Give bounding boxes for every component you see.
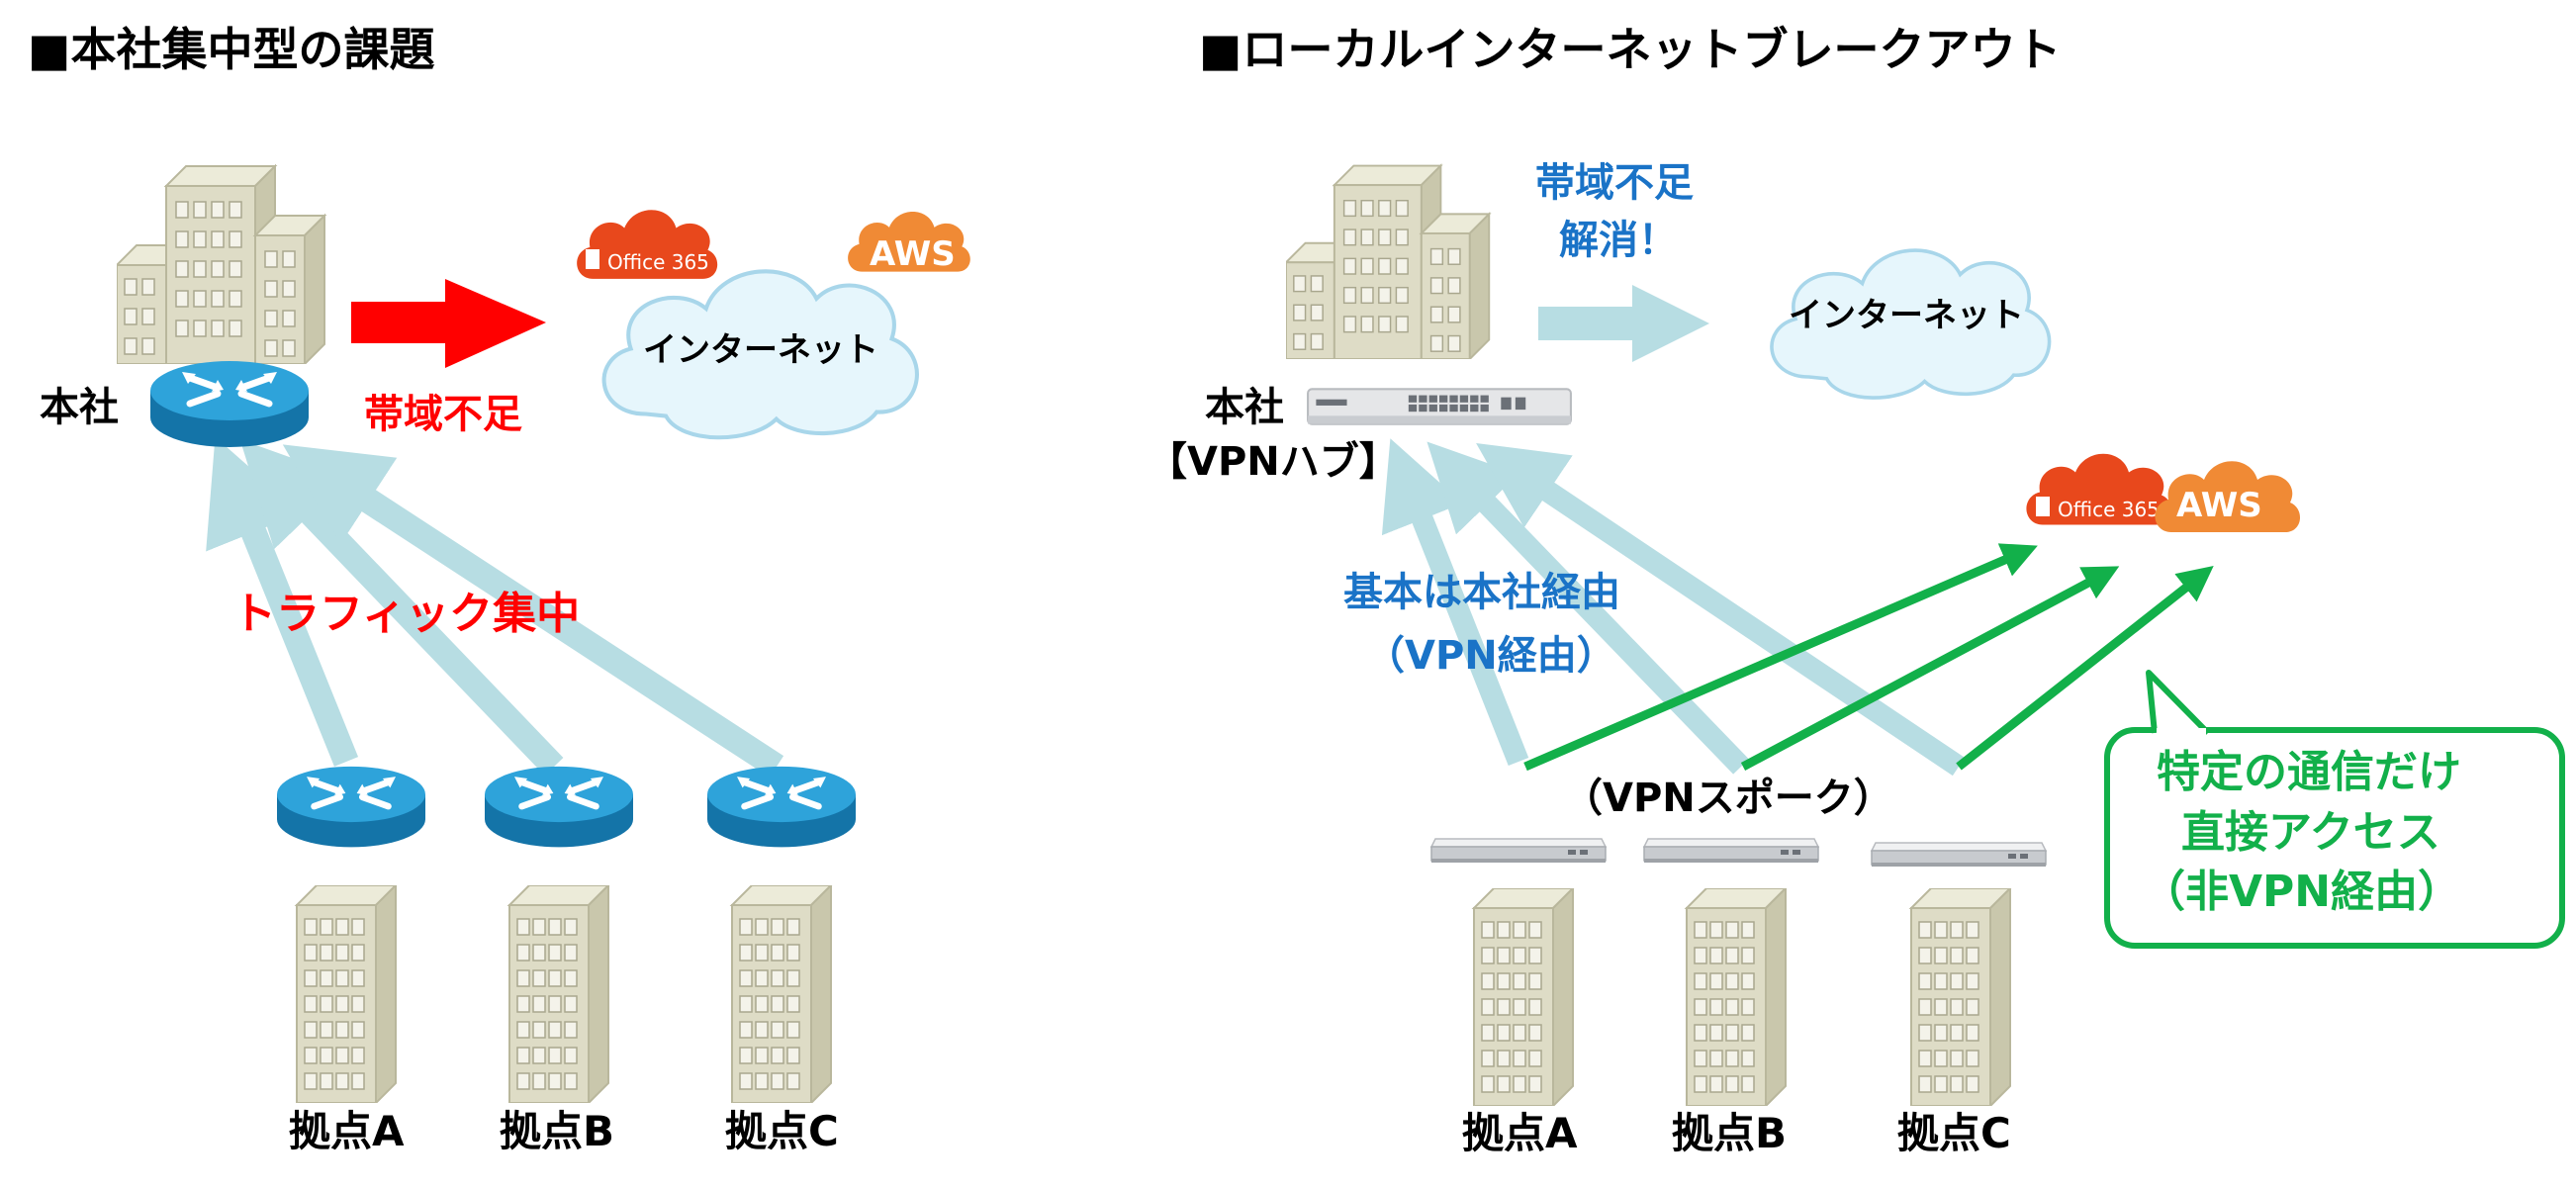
left-office365-label: Office 365 — [607, 250, 709, 274]
right-vpn-arrow-branch-c — [1476, 442, 1966, 777]
right-bandwidth-resolved-line1: 帯域不足 — [1535, 160, 1694, 206]
right-direct-arrow-branch-b — [1740, 566, 2120, 771]
right-internet-label: インターネット — [1789, 296, 2024, 335]
right-via-hq-line2: （VPN経由） — [1365, 633, 1616, 679]
left-bandwidth-issue: 帯域不足 — [364, 392, 522, 437]
right-vpn-arrow-branch-a — [1381, 438, 1529, 767]
left-hq-router-icon — [150, 361, 309, 447]
right-spoke-c-appliance-icon — [1871, 842, 2047, 868]
right-spoke-label: （VPNスポーク） — [1563, 776, 1893, 821]
left-branch-c-router-icon — [707, 767, 856, 848]
left-branch-a-label: 拠点A — [289, 1107, 405, 1155]
right-branch-b-building-icon — [1686, 888, 1787, 1106]
left-branch-b-building-icon — [508, 885, 609, 1103]
right-callout-line2: 直接アクセス — [2181, 807, 2440, 858]
left-heading: ■本社集中型の課題 — [28, 23, 434, 76]
right-heading: ■ローカルインターネットブレークアウト — [1199, 23, 2061, 76]
right-hq-to-internet-arrow — [1538, 285, 1709, 362]
left-internet-label: インターネット — [643, 330, 878, 370]
right-hq-building-icon — [1286, 164, 1491, 359]
left-branch-a-router-icon — [277, 767, 425, 848]
right-via-hq-line1: 基本は本社経由 — [1343, 570, 1620, 615]
right-bandwidth-resolved-line2: 解消！ — [1559, 218, 1678, 263]
right-hq-label: 本社 — [1205, 385, 1284, 430]
right-direct-arrow-branch-a — [1523, 543, 2038, 772]
right-vpn-arrows — [1381, 438, 1966, 777]
left-hq-label: 本社 — [40, 385, 119, 430]
right-office365-icon — [2026, 453, 2172, 525]
right-branch-c-building-icon — [1910, 888, 2011, 1106]
right-aws-label: AWS — [2176, 486, 2262, 525]
left-hq-building-icon — [117, 165, 325, 364]
right-direct-arrow-branch-c — [1956, 565, 2214, 771]
left-branch-c-label: 拠点C — [725, 1107, 839, 1155]
right-callout-line1: 特定の通信だけ — [2157, 747, 2461, 797]
right-office365-label: Office 365 — [2058, 498, 2160, 521]
right-branch-b-label: 拠点B — [1672, 1109, 1787, 1157]
right-hub-appliance-icon — [1307, 388, 1572, 425]
left-traffic-label: トラフィック集中 — [232, 589, 580, 639]
right-branch-a-label: 拠点A — [1462, 1109, 1578, 1157]
left-traffic-arrows — [206, 436, 784, 778]
right-callout-bubble — [2104, 668, 2565, 949]
left-branch-b-label: 拠点B — [500, 1107, 614, 1155]
right-branch-c-label: 拠点C — [1897, 1109, 2011, 1157]
left-arrow-branch-c — [282, 444, 784, 778]
right-hub-label: 【VPNハブ】 — [1148, 439, 1399, 485]
right-direct-arrows — [1523, 543, 2214, 772]
left-red-arrow — [351, 279, 546, 368]
right-callout-line3: （非VPN経由） — [2142, 867, 2461, 917]
left-branch-c-building-icon — [731, 885, 832, 1103]
left-office365-icon — [577, 210, 718, 279]
right-spoke-a-appliance-icon — [1430, 838, 1607, 864]
left-branch-b-router-icon — [485, 767, 633, 848]
right-branch-a-building-icon — [1473, 888, 1574, 1106]
left-branch-a-building-icon — [296, 885, 397, 1103]
right-spoke-b-appliance-icon — [1643, 838, 1819, 864]
left-aws-label: AWS — [870, 234, 956, 274]
